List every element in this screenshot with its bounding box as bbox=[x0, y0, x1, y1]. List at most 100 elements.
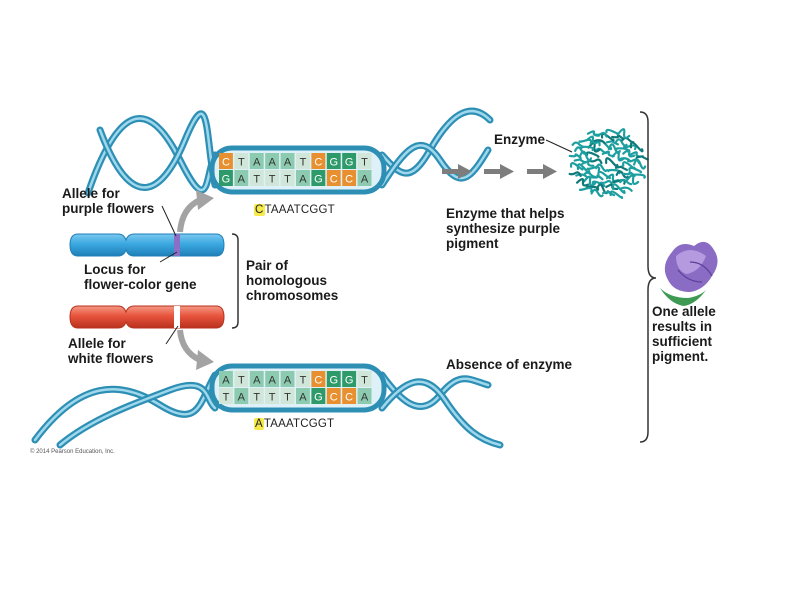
enzyme-strand bbox=[582, 171, 597, 178]
top-base-letter: A bbox=[238, 174, 246, 186]
enzyme-strand bbox=[585, 135, 600, 145]
enzyme-strand bbox=[589, 158, 603, 165]
enzyme-strand bbox=[575, 178, 590, 187]
bottom-base-letter: A bbox=[222, 375, 230, 387]
bottom-base-letter: C bbox=[345, 392, 353, 404]
bottom-base-cell bbox=[265, 388, 280, 404]
white-allele-band bbox=[174, 306, 180, 328]
enzyme-protein-icon bbox=[568, 128, 649, 199]
bottom-helix-left bbox=[31, 371, 219, 449]
bottom-base-cell bbox=[342, 388, 357, 404]
enzyme-strand bbox=[585, 185, 600, 191]
enzyme-strand bbox=[590, 188, 604, 198]
locus-label: Locus for flower-color gene bbox=[84, 262, 197, 292]
top-base-letter: T bbox=[284, 174, 291, 186]
enzyme-strand bbox=[571, 141, 585, 148]
enzyme-strand bbox=[595, 163, 609, 172]
top-base-cell bbox=[219, 170, 233, 186]
bottom-base-cell bbox=[357, 388, 372, 404]
enzyme-strand bbox=[594, 147, 608, 155]
bottom-base-letter: T bbox=[253, 392, 260, 404]
enzyme-strand bbox=[619, 186, 633, 192]
top-base-cell bbox=[342, 170, 357, 186]
top-base-letter: G bbox=[314, 174, 323, 186]
top-base-letter: T bbox=[361, 157, 368, 169]
top-helix-left bbox=[84, 110, 219, 197]
top-base-letter: A bbox=[268, 157, 276, 169]
top-base-cell bbox=[326, 170, 341, 186]
enzyme-strand bbox=[568, 171, 582, 178]
bottom-base-letter: G bbox=[329, 375, 338, 387]
enzyme-strand bbox=[599, 179, 614, 186]
top-base-letter: G bbox=[329, 157, 338, 169]
top-base-cell bbox=[311, 153, 326, 169]
bottom-base-letter: G bbox=[345, 375, 354, 387]
top-base-letter: T bbox=[269, 174, 276, 186]
enzyme-strand bbox=[604, 157, 619, 169]
top-base-letter: A bbox=[299, 174, 307, 186]
enzyme-strand bbox=[612, 179, 626, 185]
purple-flower-icon bbox=[660, 241, 718, 306]
bottom-base-cell bbox=[249, 388, 264, 404]
enzyme-strand bbox=[587, 141, 601, 153]
top-sequence: CTAAATCGGT bbox=[254, 204, 335, 216]
enzyme-strand bbox=[578, 186, 593, 193]
top-base-cell bbox=[280, 153, 295, 169]
top-base-letter: C bbox=[314, 157, 322, 169]
bottom-base-cell bbox=[280, 371, 295, 387]
enzyme-strand bbox=[628, 166, 643, 174]
gray-arrow-top bbox=[177, 190, 214, 233]
top-base-letter: A bbox=[253, 157, 261, 169]
enzyme-strand bbox=[586, 130, 601, 137]
top-base-cell bbox=[296, 153, 310, 169]
right-brace bbox=[639, 111, 657, 443]
bottom-base-cell bbox=[219, 388, 233, 404]
enzyme-strand bbox=[609, 190, 624, 199]
enzyme-strand bbox=[569, 162, 584, 171]
bottom-base-letter: A bbox=[238, 392, 246, 404]
enzyme-strand bbox=[622, 171, 636, 177]
bottom-base-letter: T bbox=[223, 392, 230, 404]
top-base-cell bbox=[326, 153, 341, 169]
top-base-letter: T bbox=[238, 157, 245, 169]
top-base-letter: G bbox=[345, 157, 354, 169]
top-base-letter: C bbox=[345, 174, 353, 186]
bottom-base-letter: G bbox=[314, 392, 323, 404]
top-base-letter: A bbox=[284, 157, 292, 169]
top-base-cell bbox=[357, 153, 372, 169]
bottom-base-letter: T bbox=[284, 392, 291, 404]
bottom-sequence-rest: TAAATCGGT bbox=[263, 418, 335, 430]
enzyme-strand bbox=[591, 180, 606, 187]
expression-arrows bbox=[442, 164, 557, 179]
enzyme-strand bbox=[598, 139, 613, 151]
top-base-letter: T bbox=[253, 174, 260, 186]
enzyme-strand bbox=[573, 158, 587, 164]
bottom-base-cell bbox=[219, 371, 233, 387]
bottom-base-letter: A bbox=[361, 392, 369, 404]
bottom-base-letter: A bbox=[268, 375, 276, 387]
top-base-letter: C bbox=[330, 174, 338, 186]
bottom-base-cell bbox=[311, 371, 326, 387]
enzyme-strand bbox=[632, 173, 646, 179]
top-base-cell bbox=[357, 170, 372, 186]
enzyme-strand bbox=[626, 174, 640, 185]
top-base-letter: C bbox=[222, 157, 230, 169]
bottom-base-letter: T bbox=[269, 392, 276, 404]
enzyme-strand bbox=[614, 138, 628, 147]
top-base-cell bbox=[249, 153, 264, 169]
bottom-base-letter: A bbox=[284, 375, 292, 387]
enzyme-strand bbox=[619, 178, 633, 186]
enzyme-strand bbox=[578, 138, 593, 145]
enzyme-strand bbox=[632, 158, 647, 170]
enzyme-strand bbox=[586, 165, 601, 172]
bottom-helix-right bbox=[378, 371, 504, 449]
enzyme-strand bbox=[592, 139, 606, 145]
enzyme-helps-label: Enzyme that helps synthesize purple pigm… bbox=[446, 206, 565, 251]
copyright-notice: © 2014 Pearson Education, Inc. bbox=[30, 449, 115, 455]
enzyme-strand bbox=[611, 183, 626, 195]
bottom-base-letter: C bbox=[314, 375, 322, 387]
enzyme-strand bbox=[617, 128, 631, 139]
